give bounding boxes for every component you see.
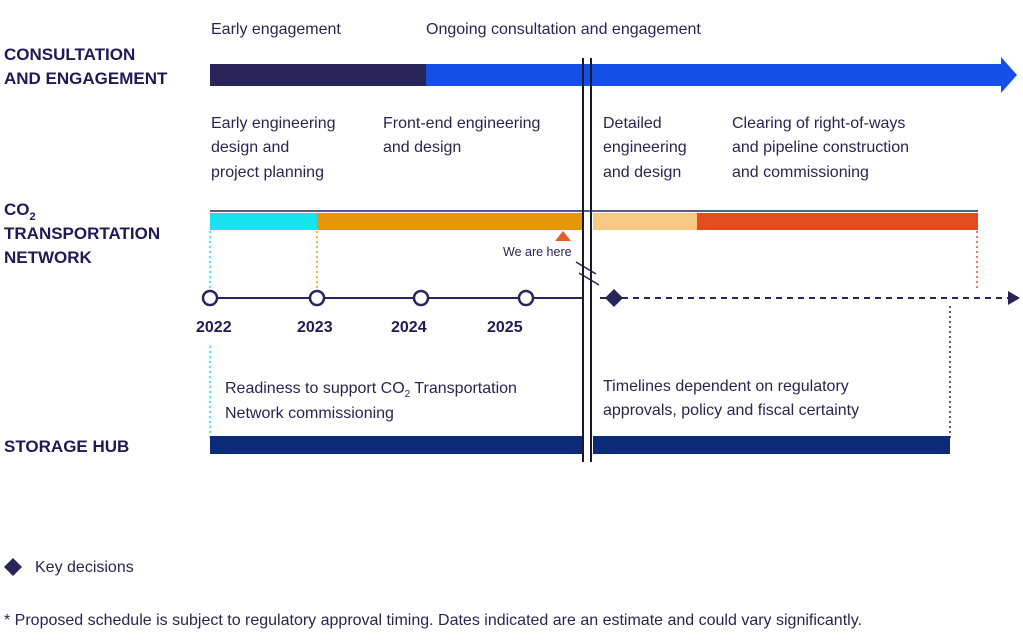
bar-front-end-engineering <box>317 213 583 230</box>
year-node-2022 <box>201 289 219 307</box>
row-label-storage: STORAGE HUB <box>4 437 129 456</box>
year-label-2025: 2025 <box>487 319 523 336</box>
year-node-2023 <box>308 289 326 307</box>
key-decision-diamond-icon <box>605 289 623 307</box>
phase-label-early-design-2: design and <box>211 139 289 156</box>
phase-label-early-design-1: Early engineering <box>211 115 336 132</box>
phase-label-detailed-1: Detailed <box>603 115 662 132</box>
bar-construction <box>697 213 978 230</box>
row-label-transport-2: NETWORK <box>4 248 93 267</box>
phase-label-clearing-3: and commissioning <box>732 164 869 181</box>
phase-label-early-engagement: Early engagement <box>211 21 341 38</box>
year-label-2023: 2023 <box>297 319 333 336</box>
phase-label-ongoing-consultation: Ongoing consultation and engagement <box>426 21 701 38</box>
phase-label-detailed-3: and design <box>603 164 681 181</box>
year-label-2024: 2024 <box>391 319 427 336</box>
phase-label-clearing-2: and pipeline construction <box>732 139 909 156</box>
bar-detailed-engineering <box>593 213 697 230</box>
footnote: * Proposed schedule is subject to regula… <box>4 612 862 629</box>
row-label-co2: CO2 <box>4 200 36 223</box>
row-label-consultation-1: CONSULTATION <box>4 45 135 64</box>
we-are-here-triangle-icon <box>555 231 571 241</box>
storage-note-timelines-1: Timelines dependent on regulatory <box>603 378 849 395</box>
row-label-consultation-2: AND ENGAGEMENT <box>4 69 168 88</box>
storage-note-readiness-1: Readiness to support CO2 Transportation <box>225 380 517 400</box>
phase-label-detailed-2: engineering <box>603 139 687 156</box>
break-mark-1 <box>575 261 597 275</box>
bar-early-engineering <box>210 213 317 230</box>
row-label-transport-1: TRANSPORTATION <box>4 224 160 243</box>
bar-early-engagement <box>210 64 426 86</box>
year-label-2022: 2022 <box>196 319 232 336</box>
arrowhead-consultation <box>1001 57 1017 93</box>
storage-note-readiness-2: Network commissioning <box>225 405 394 422</box>
phase-label-front-end-2: and design <box>383 139 461 156</box>
we-are-here-label: We are here <box>503 245 572 259</box>
bar-storage-hub-current <box>210 436 582 454</box>
storage-note-timelines-2: approvals, policy and fiscal certainty <box>603 402 859 419</box>
bar-storage-hub-future <box>593 436 950 454</box>
legend-diamond-icon <box>4 558 22 576</box>
year-node-2025 <box>517 289 535 307</box>
phase-label-clearing-1: Clearing of right-of-ways <box>732 115 905 132</box>
timeline-arrowhead-icon <box>1008 291 1020 305</box>
year-node-2024 <box>412 289 430 307</box>
phase-label-front-end-1: Front-end engineering <box>383 115 540 132</box>
bar-ongoing-consultation <box>426 64 1002 86</box>
phase-label-early-design-3: project planning <box>211 164 324 181</box>
legend-key-decisions: Key decisions <box>35 559 134 576</box>
